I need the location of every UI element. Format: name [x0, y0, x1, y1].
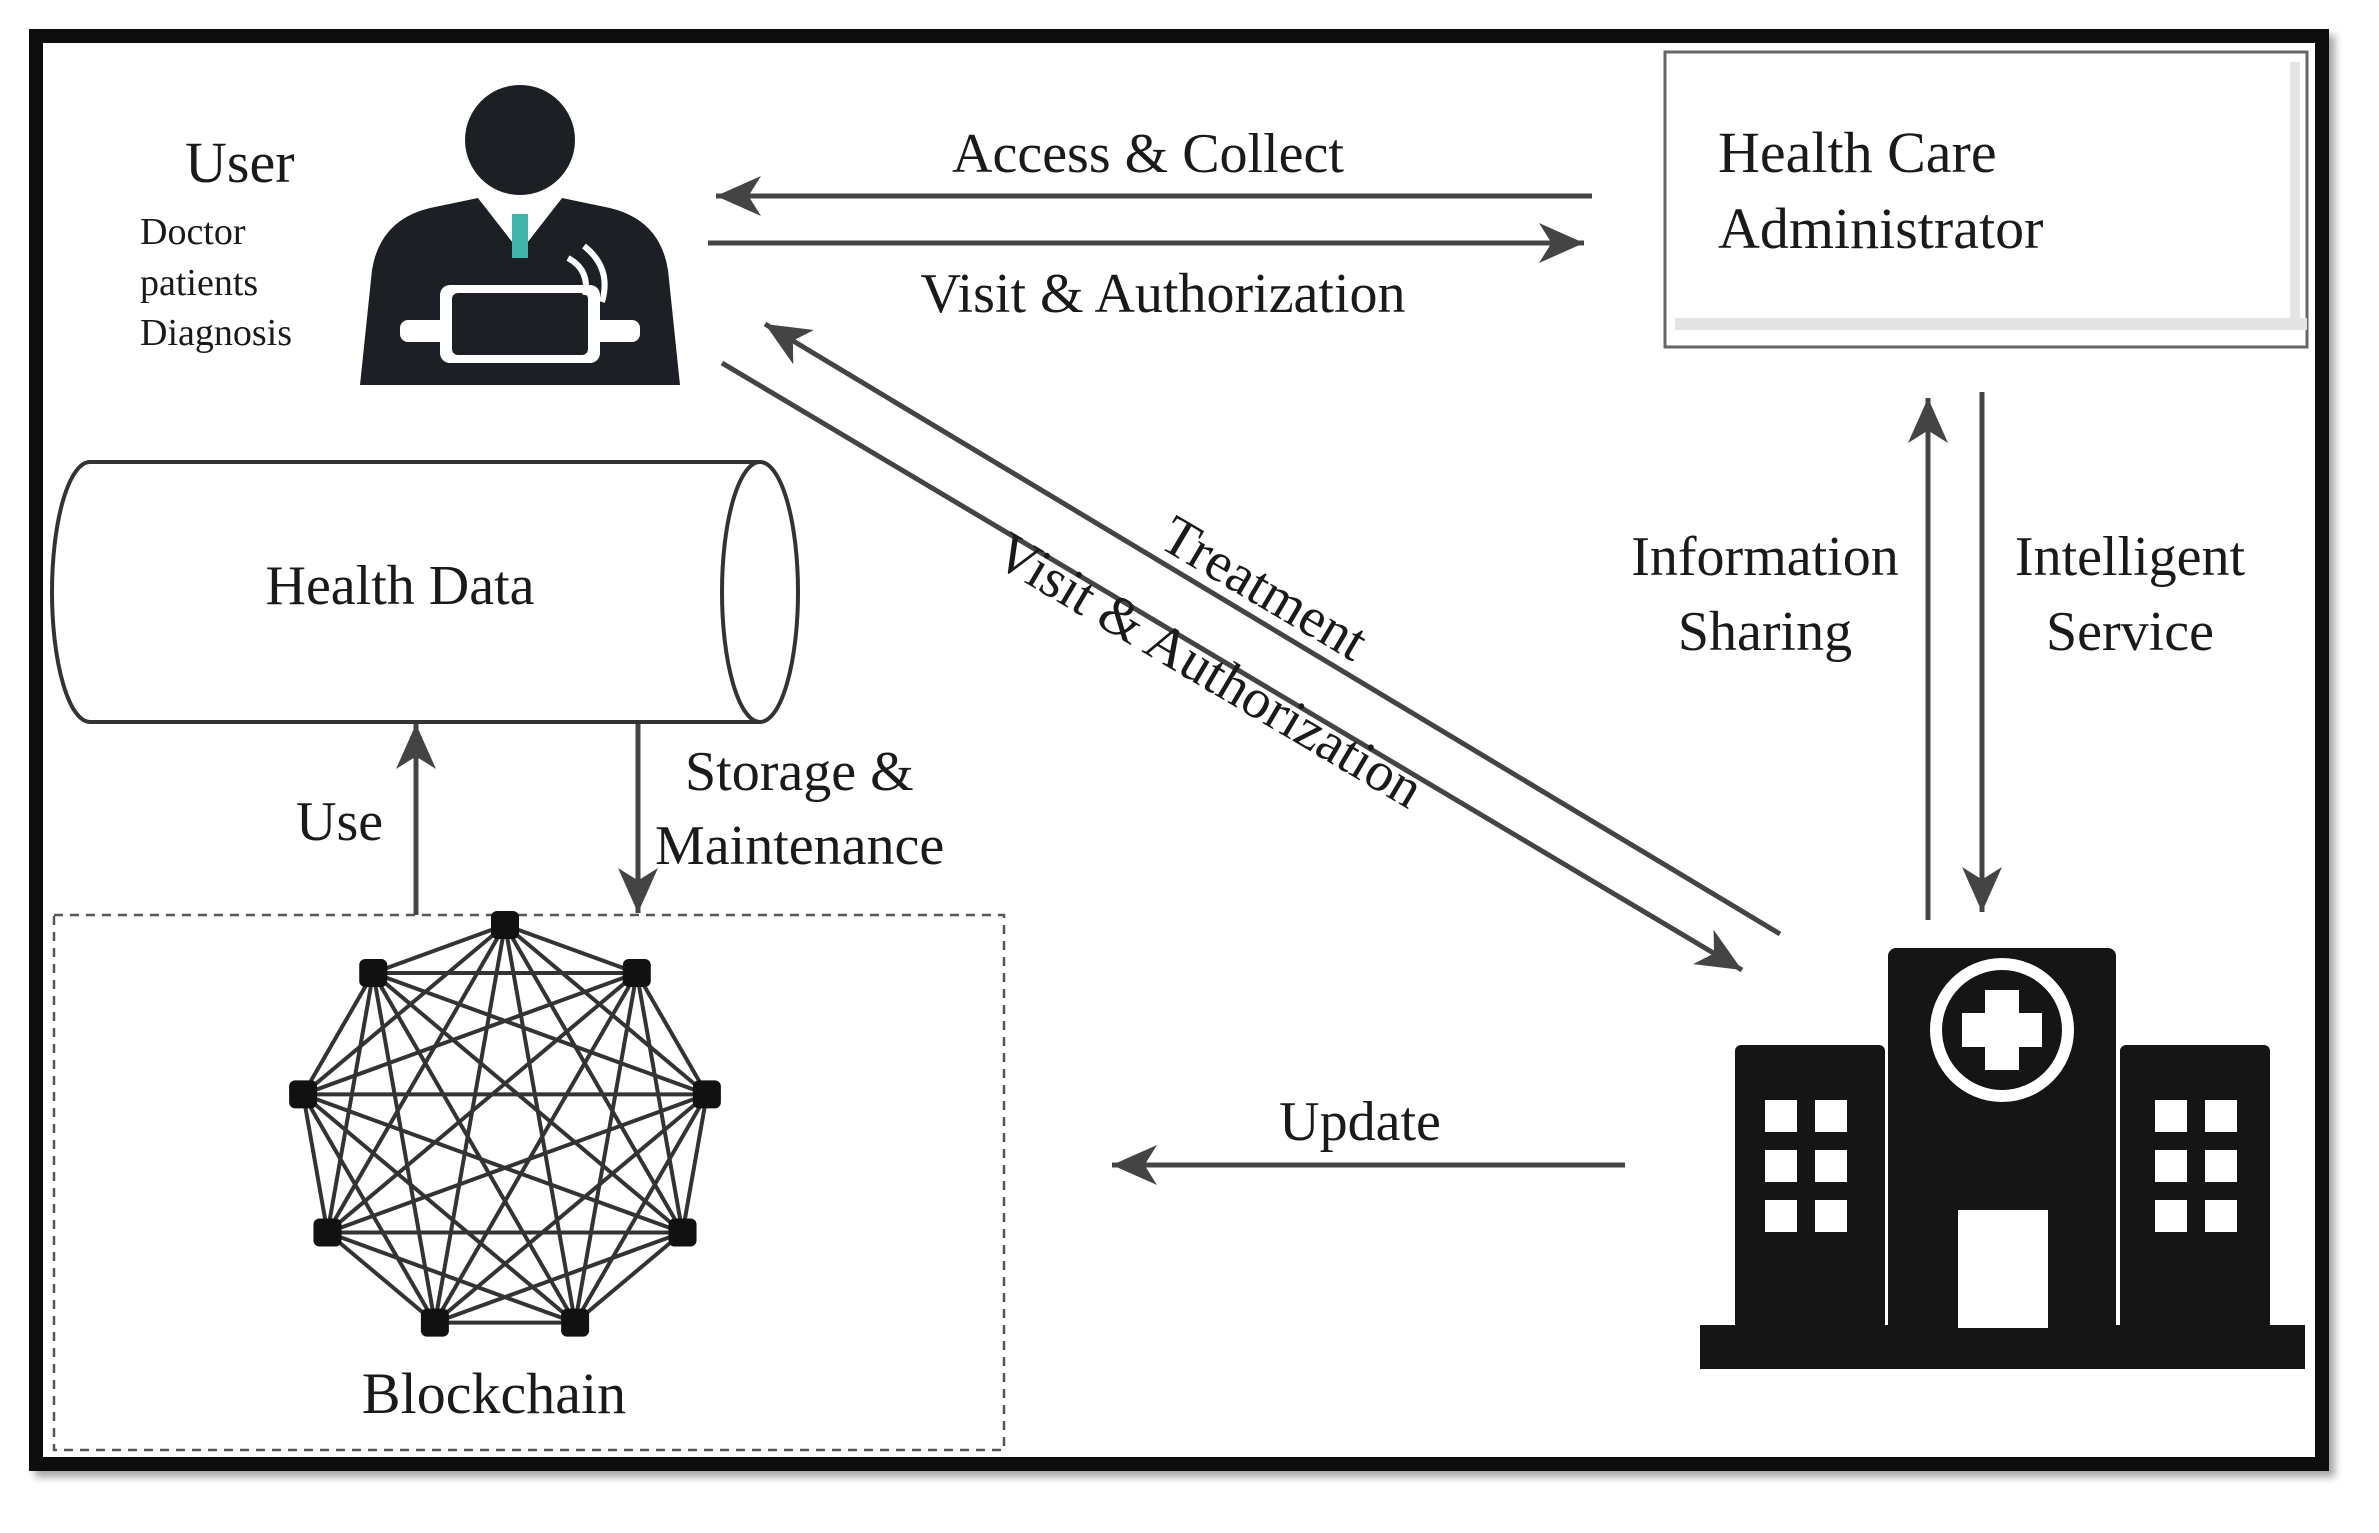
user-role-patients: patients — [140, 262, 258, 304]
blockchain-label: Blockchain — [362, 1361, 626, 1426]
intelligent-service-label-line2: Service — [2046, 601, 2214, 663]
update-label: Update — [1279, 1091, 1441, 1153]
access-collect-label: Access & Collect — [952, 123, 1344, 185]
mesh-node — [491, 911, 519, 939]
mesh-node — [313, 1218, 342, 1247]
information-sharing-label-line1: Information — [1631, 526, 1898, 588]
mesh-link — [326, 971, 639, 1235]
mesh-node — [622, 958, 651, 987]
mesh-link — [301, 923, 507, 1096]
database-cylinder-icon — [50, 460, 800, 724]
mesh-link — [432, 924, 507, 1323]
mesh-link — [326, 1230, 437, 1325]
administrator-label-line2: Administrator — [1718, 196, 2043, 261]
visit-authorization-diag-arrow — [720, 360, 1744, 973]
mesh-link — [680, 1094, 709, 1233]
mesh-link — [372, 923, 506, 975]
health-data-label: Health Data — [266, 555, 535, 617]
blockchain-box — [52, 913, 1006, 1452]
mesh-link — [503, 923, 685, 1234]
visit-authorization-top-label: Visit & Authorization — [920, 263, 1405, 325]
mesh-node — [692, 1080, 721, 1109]
storage-maintenance-label-line1: Storage & — [685, 741, 914, 803]
mesh-link — [433, 971, 639, 1324]
mesh-node — [420, 1308, 449, 1337]
administrator-label-line1: Health Care — [1718, 120, 1997, 185]
mesh-link — [503, 923, 709, 1096]
user-role-doctor: Doctor — [140, 211, 246, 253]
mesh-link — [371, 971, 684, 1235]
storage-maintenance-label-line2: Maintenance — [655, 815, 944, 877]
mesh-node — [359, 958, 388, 987]
mesh-link — [371, 971, 577, 1324]
mesh-link — [573, 1093, 709, 1324]
treatment-arrow — [763, 321, 1782, 937]
mesh-link — [573, 1230, 684, 1325]
mesh-link — [434, 1230, 684, 1325]
mesh-link — [326, 1230, 576, 1325]
mesh-link — [503, 924, 578, 1323]
mesh-link — [301, 1094, 330, 1233]
network-mesh-icon — [289, 911, 721, 1337]
mesh-node — [668, 1218, 697, 1247]
mesh-link — [302, 971, 638, 1097]
mesh-link — [302, 1092, 684, 1235]
information-sharing-label-line2: Sharing — [1678, 601, 1852, 663]
mesh-link — [372, 971, 708, 1097]
user-with-tablet-icon — [360, 85, 680, 385]
mesh-link — [325, 972, 376, 1233]
hospital-building-icon — [1700, 948, 2305, 1369]
mesh-link — [634, 972, 685, 1233]
administrator-box — [1663, 50, 2309, 349]
mesh-link — [504, 923, 638, 975]
intelligent-service-label-line1: Intelligent — [2015, 526, 2246, 588]
mesh-link — [371, 972, 437, 1323]
mesh-node — [289, 1080, 318, 1109]
mesh-link — [325, 923, 507, 1234]
mesh-link — [635, 971, 709, 1096]
user-role-diagnosis: Diagnosis — [140, 312, 292, 354]
mesh-link — [301, 1092, 577, 1325]
mesh-link — [301, 971, 375, 1096]
mesh-link — [433, 1092, 709, 1325]
user-title: User — [185, 130, 295, 195]
use-label: Use — [296, 791, 383, 853]
mesh-link — [326, 1092, 708, 1235]
mesh-link — [573, 972, 639, 1323]
mesh-node — [561, 1308, 590, 1337]
mesh-link — [301, 1093, 437, 1324]
